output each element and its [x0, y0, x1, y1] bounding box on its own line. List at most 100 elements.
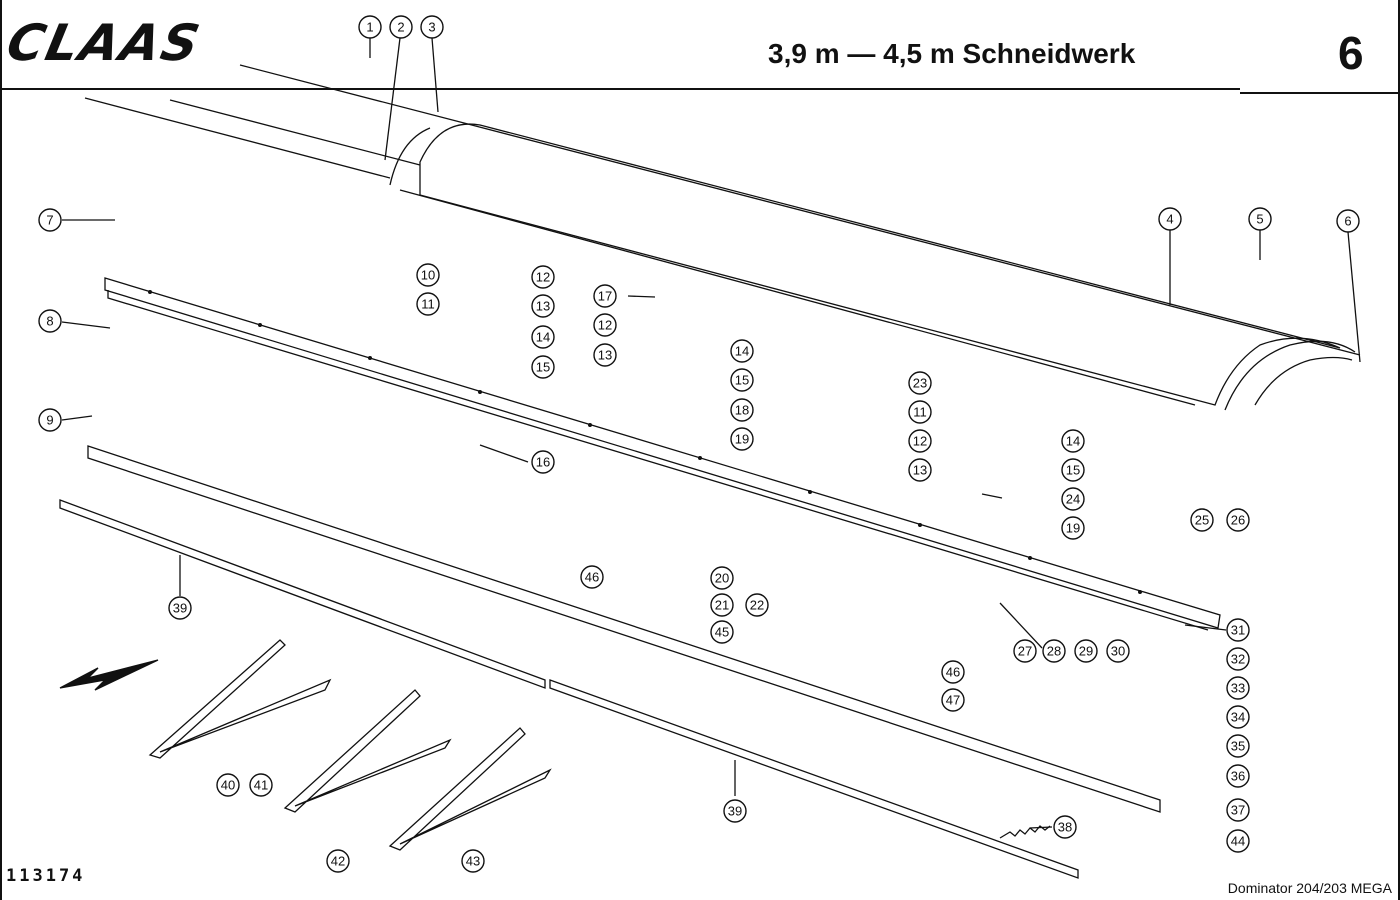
svg-text:17: 17: [598, 289, 612, 304]
header-rule-right: [1240, 92, 1400, 94]
svg-text:13: 13: [536, 299, 550, 314]
cover-hood-arc-inner: [1254, 356, 1353, 406]
svg-text:12: 12: [536, 270, 550, 285]
svg-text:11: 11: [913, 405, 927, 420]
callout-15: 15: [531, 355, 555, 379]
svg-text:26: 26: [1231, 513, 1245, 528]
cover-flange-left: [84, 97, 391, 179]
callout-24: 24: [1061, 487, 1085, 511]
callout-26: 26: [1226, 508, 1250, 532]
svg-text:45: 45: [715, 625, 729, 640]
cover-flange-right: [399, 189, 1196, 406]
callout-19b: 19: [1061, 516, 1085, 540]
svg-text:47: 47: [946, 693, 960, 708]
callout-27: 27: [1013, 639, 1037, 663]
callout-39: 39: [168, 596, 192, 620]
callout-19: 19: [730, 427, 754, 451]
svg-text:36: 36: [1231, 769, 1245, 784]
model-label: Dominator 204/203 MEGA: [1227, 880, 1392, 896]
svg-text:27: 27: [1018, 644, 1032, 659]
knife-guard-42: [283, 689, 452, 813]
callout-23: 23: [908, 371, 932, 395]
knife-guard-40: [148, 639, 332, 759]
knife-guard-43: [388, 727, 552, 851]
callout-16: 16: [531, 450, 555, 474]
svg-text:46: 46: [946, 665, 960, 680]
callout-47: 47: [941, 688, 965, 712]
callout-9: 9: [38, 408, 62, 432]
svg-text:8: 8: [46, 314, 53, 329]
callout-34: 34: [1226, 705, 1250, 729]
svg-text:14: 14: [536, 330, 550, 345]
frame-left-border: [0, 0, 2, 900]
svg-text:2: 2: [397, 20, 404, 35]
svg-text:11: 11: [421, 297, 435, 312]
callout-15c: 15: [1061, 458, 1085, 482]
cover-hood-front-edge: [389, 127, 431, 186]
callout-7: 7: [38, 208, 62, 232]
callout-11b: 11: [908, 400, 932, 424]
svg-text:4: 4: [1166, 212, 1173, 227]
svg-text:15: 15: [1066, 463, 1080, 478]
svg-text:24: 24: [1066, 492, 1080, 507]
callout-21: 21: [710, 593, 734, 617]
callout-13b: 13: [593, 343, 617, 367]
svg-text:35: 35: [1231, 739, 1245, 754]
svg-text:22: 22: [750, 598, 764, 613]
callout-18: 18: [730, 398, 754, 422]
sickle-strip: [87, 445, 1161, 813]
svg-text:44: 44: [1231, 834, 1245, 849]
svg-text:19: 19: [735, 432, 749, 447]
callout-28: 28: [1042, 639, 1066, 663]
callout-14: 14: [531, 325, 555, 349]
svg-text:31: 31: [1231, 623, 1245, 638]
callout-42: 42: [326, 849, 350, 873]
callout-5: 5: [1248, 207, 1272, 231]
callout-37: 37: [1226, 798, 1250, 822]
callout-30: 30: [1106, 639, 1130, 663]
callout-38: 38: [1053, 815, 1077, 839]
callout-36: 36: [1226, 764, 1250, 788]
svg-text:1: 1: [366, 20, 373, 35]
svg-text:39: 39: [173, 601, 187, 616]
svg-text:43: 43: [466, 854, 480, 869]
callout-31: 31: [1226, 618, 1250, 642]
callout-33: 33: [1226, 676, 1250, 700]
knife-bar-holes: [148, 290, 1142, 594]
callout-46: 46: [580, 565, 604, 589]
header-rule: [0, 88, 1240, 90]
drawing-number: 113174: [6, 866, 86, 886]
support-bar-upper: [59, 499, 546, 689]
callout-46b: 46: [941, 660, 965, 684]
callout-32: 32: [1226, 647, 1250, 671]
callout-15b: 15: [730, 368, 754, 392]
support-bar-lower: [549, 679, 1079, 879]
svg-text:6: 6: [1344, 214, 1351, 229]
callout-41: 41: [249, 773, 273, 797]
svg-text:18: 18: [735, 403, 749, 418]
callout-44: 44: [1226, 829, 1250, 853]
svg-text:20: 20: [715, 571, 729, 586]
cover-hood: [419, 123, 1341, 406]
svg-text:38: 38: [1058, 820, 1072, 835]
svg-text:46: 46: [585, 570, 599, 585]
svg-text:30: 30: [1111, 644, 1125, 659]
knife-bar: [104, 277, 1221, 629]
frame-right-border: [1398, 0, 1400, 900]
svg-text:14: 14: [735, 344, 749, 359]
svg-text:34: 34: [1231, 710, 1245, 725]
svg-text:41: 41: [254, 778, 268, 793]
callout-1: 1: [358, 15, 382, 39]
callout-43: 43: [461, 849, 485, 873]
cover-rail-lower: [169, 99, 421, 166]
knife-bar-bottom: [107, 290, 1209, 631]
callout-3: 3: [420, 15, 444, 39]
callout-22: 22: [745, 593, 769, 617]
callout-13c: 13: [908, 458, 932, 482]
svg-text:19: 19: [1066, 521, 1080, 536]
svg-text:16: 16: [536, 455, 550, 470]
svg-text:23: 23: [913, 376, 927, 391]
svg-text:12: 12: [913, 434, 927, 449]
